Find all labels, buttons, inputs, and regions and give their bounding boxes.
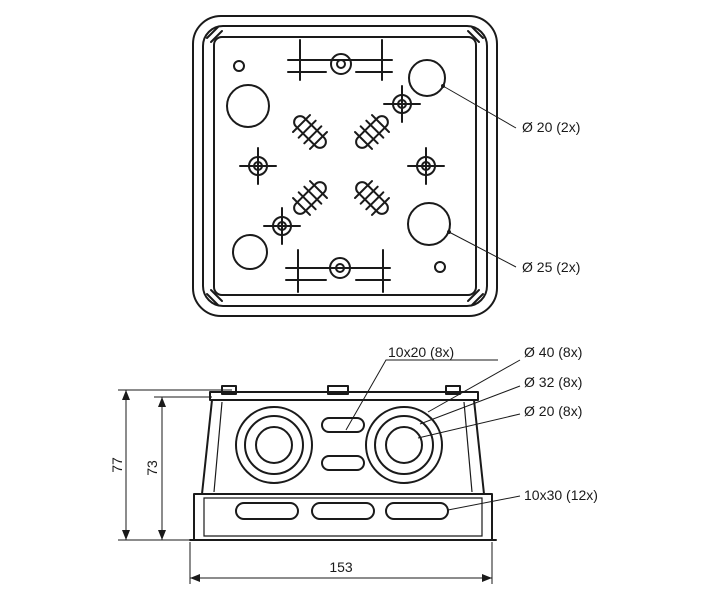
callout-slot-10x30: 10x30 (12x) [524, 487, 598, 503]
slot-10x30-center [311, 502, 375, 520]
box-floor [213, 36, 477, 296]
box-inner-wall [213, 401, 473, 493]
callout-d20-8x: Ø 20 (8x) [524, 403, 582, 419]
leader-dot-d25 [447, 230, 451, 234]
dimension-width: 153 [189, 542, 493, 584]
clip-upper-right [354, 114, 390, 150]
cross-mount-left [239, 147, 277, 185]
callout-d32-8x: Ø 32 (8x) [524, 374, 582, 390]
box-inner-rim [202, 25, 488, 307]
leader-slot10x30 [447, 495, 521, 511]
screw-boss-top [287, 39, 393, 81]
callout-d25-2x: Ø 25 (2x) [522, 259, 580, 275]
knockout-d25-right [407, 202, 451, 246]
knockout-group-left [235, 406, 313, 484]
leader-d32 [419, 385, 521, 425]
dimension-73-label: 73 [144, 460, 160, 476]
knockout-d25-left [226, 84, 270, 128]
knockout-d20-bottom-left [232, 234, 268, 270]
dimension-overall-height: 77 [109, 389, 232, 541]
corner-tab-center [327, 385, 349, 395]
leader-d25 [448, 231, 517, 268]
corner-notch-br [467, 289, 484, 306]
leader-d20 [442, 85, 517, 129]
clip-lower-right [354, 180, 390, 216]
box-outer-outline [192, 15, 498, 317]
knockout-d20-top-right [408, 59, 446, 97]
small-hole-br [434, 261, 446, 273]
leader-d40 [427, 359, 521, 413]
top-view: Ø 20 (2x) Ø 25 (2x) [192, 15, 580, 317]
flange-inner [203, 497, 483, 537]
slot-10x30-right [385, 502, 449, 520]
slot-10x20-lower [321, 455, 365, 471]
clip-upper-left [292, 114, 328, 150]
dimension-153-label: 153 [329, 559, 353, 575]
slot-10x30-left [235, 502, 299, 520]
cross-mount-right [407, 147, 445, 185]
leader-slot10x20 [345, 359, 498, 431]
callout-slot-10x20: 10x20 (8x) [388, 344, 454, 360]
corner-notch-tl [206, 26, 223, 43]
corner-tab-right [445, 385, 461, 395]
side-view: 10x20 (8x) Ø 40 (8x) Ø 32 (8x) Ø 20 (8x)… [109, 344, 598, 584]
callout-d20-2x: Ø 20 (2x) [522, 119, 580, 135]
cross-mount-upper-right [383, 85, 421, 123]
cross-mount-lower-left [263, 207, 301, 245]
clip-lower-left [292, 180, 328, 216]
callout-d40-8x: Ø 40 (8x) [524, 344, 582, 360]
dimension-body-height: 73 [144, 396, 212, 541]
small-hole-tl [233, 60, 245, 72]
dimension-77-label: 77 [109, 457, 125, 473]
slot-10x20-upper [321, 417, 365, 433]
corner-notch-tr [467, 26, 484, 43]
leader-d20-8x [417, 413, 521, 439]
leader-dot-d20 [441, 84, 445, 88]
knockout-group-right [365, 406, 443, 484]
screw-boss-bottom [285, 249, 391, 293]
corner-notch-bl [206, 289, 223, 306]
